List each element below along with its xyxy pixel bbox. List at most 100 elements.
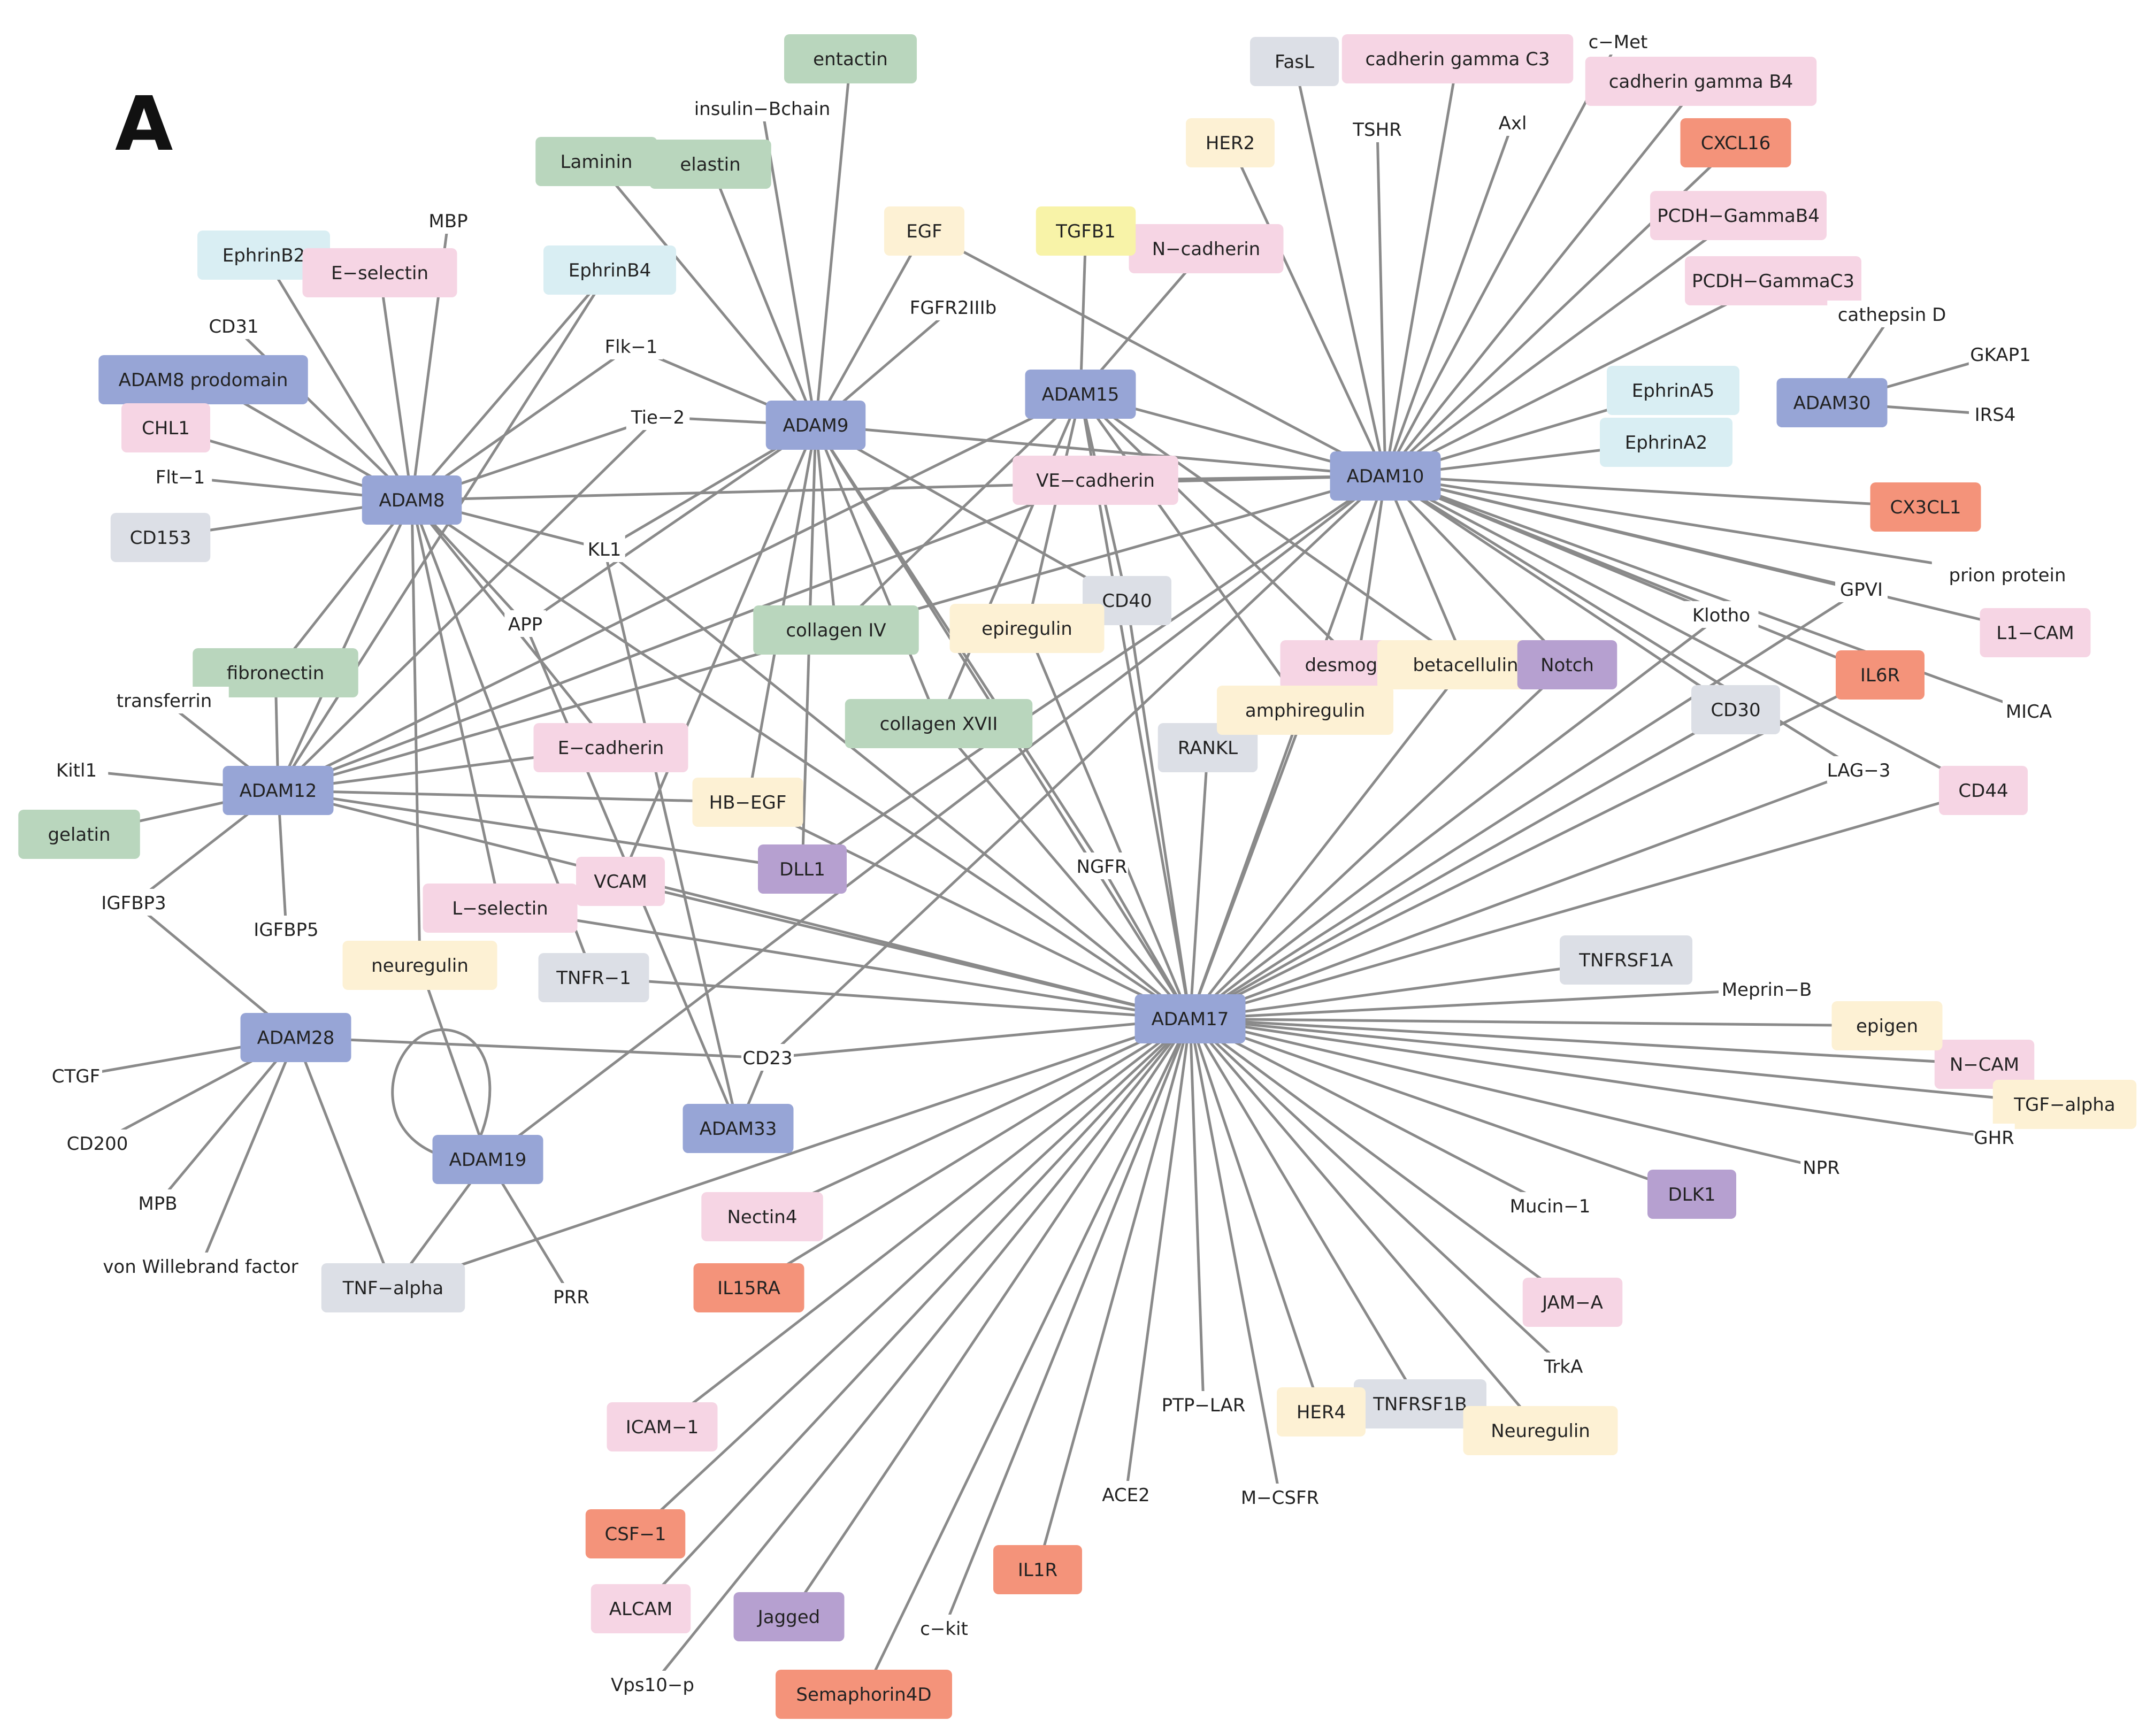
edge-adam17-betacellulin <box>1189 664 1467 1020</box>
label-halo <box>148 463 212 490</box>
node-label: CD31 <box>209 316 258 337</box>
node-label: EGF <box>906 221 942 242</box>
node-tgfb1: TGFB1 <box>1036 206 1136 256</box>
label-halo <box>96 889 171 916</box>
node-label: cadherin gamma B4 <box>1609 71 1793 93</box>
node-box <box>321 1263 465 1312</box>
node-box <box>535 137 657 186</box>
edge-adam19-adam19 <box>391 1028 492 1158</box>
node-label: cadherin gamma C3 <box>1365 49 1550 70</box>
edge-adam17-tgfalpha <box>1190 1017 2065 1106</box>
node-il6r: IL6R <box>1836 650 1925 700</box>
edge-adam17-meprinb <box>1190 988 1767 1020</box>
node-adam33: ADAM33 <box>683 1104 794 1153</box>
node-label: neuregulin <box>371 955 469 977</box>
edge-adam17-mcsfr <box>1189 1018 1282 1498</box>
edge-adam10-notch <box>1384 475 1568 666</box>
node-label: Laminin <box>561 151 633 173</box>
node-cd30: CD30 <box>1691 685 1780 734</box>
node-npr: NPR <box>1800 1154 1842 1180</box>
edge-adam10-prion <box>1385 474 2008 577</box>
node-ephrina2: EphrinA2 <box>1600 418 1732 467</box>
node-label: ADAM12 <box>240 780 317 802</box>
node-box <box>1277 1387 1366 1437</box>
node-label: Nectin4 <box>727 1207 797 1228</box>
node-jagged: Jagged <box>733 1592 845 1641</box>
node-box <box>776 1670 952 1719</box>
node-box <box>701 1192 823 1241</box>
node-cd153: CD153 <box>110 513 211 562</box>
edge-adam17-nectin4 <box>761 1017 1191 1218</box>
node-label: EphrinB4 <box>569 260 651 281</box>
node-label: Meprin−B <box>1722 979 1812 1001</box>
node-label: DLL1 <box>779 859 825 880</box>
node-box <box>1517 640 1617 689</box>
edge-adam17-klotho <box>1189 614 1722 1020</box>
node-label: ADAM8 prodomain <box>119 370 288 391</box>
edge-adam8-fibronectin <box>274 499 413 674</box>
node-mpb: MPB <box>137 1189 179 1216</box>
edge-adam15-betacellulin <box>1079 393 1467 666</box>
edge-adam9-collageniv <box>814 425 838 631</box>
node-box <box>110 513 211 562</box>
edge-adam12-tie2 <box>277 416 659 792</box>
node-box <box>1330 451 1441 501</box>
edge-adam10-desmoglein <box>1356 475 1387 665</box>
node-transferrin: transferrin <box>99 687 229 713</box>
node-label: von Willebrand factor <box>103 1256 298 1278</box>
label-halo <box>2003 697 2055 724</box>
node-insulinb: insulin−Bchain <box>681 95 844 121</box>
node-collageniv: collagen IV <box>753 605 919 655</box>
node-label: IL1R <box>1018 1560 1057 1581</box>
node-label: VCAM <box>594 871 647 893</box>
node-box <box>993 1545 1082 1594</box>
node-label: TSHR <box>1352 119 1402 141</box>
node-label: Klotho <box>1692 605 1750 626</box>
node-label: CD40 <box>1102 590 1152 612</box>
node-cx3cl1: CX3CL1 <box>1870 482 1981 532</box>
edge-adam12-vecadherin <box>278 479 1096 792</box>
node-label: HER4 <box>1297 1402 1346 1423</box>
node-alcam: ALCAM <box>591 1584 691 1633</box>
label-halo <box>899 294 1007 320</box>
node-tnfalpha: TNF−alpha <box>321 1263 465 1312</box>
node-trka: TrkA <box>1537 1353 1590 1379</box>
node-dlk1: DLK1 <box>1647 1170 1736 1219</box>
label-halo <box>44 756 109 783</box>
node-adam28: ADAM28 <box>240 1013 351 1062</box>
edge-adam17-jagged <box>787 1018 1192 1618</box>
node-cathepsind: cathepsin D <box>1827 301 1957 327</box>
node-label: N−cadherin <box>1152 239 1260 260</box>
label-halo <box>65 1130 129 1156</box>
node-ncadherin: N−cadherin <box>1129 224 1284 273</box>
node-label: Jagged <box>757 1607 821 1628</box>
node-ngfr: NGFR <box>1076 852 1128 879</box>
node-label: HER2 <box>1206 133 1255 154</box>
node-label: GHR <box>1974 1127 2014 1149</box>
node-klotho: Klotho <box>1684 601 1759 628</box>
node-label: TNF−alpha <box>342 1278 444 1299</box>
edge-adam17-notch <box>1189 664 1568 1020</box>
edge-adam17-trka <box>1189 1018 1565 1368</box>
label-halo <box>1537 1353 1590 1379</box>
edge-adam17-ace2 <box>1124 1018 1192 1495</box>
edge-adam12-dll1 <box>278 789 803 871</box>
node-label: entactin <box>813 49 888 70</box>
node-label: collagen XVII <box>880 713 998 735</box>
edge-adam17-epigen <box>1190 1017 1888 1027</box>
node-cadheringc3: cadherin gamma C3 <box>1341 34 1574 83</box>
node-box <box>1607 366 1739 415</box>
node-vps10p: Vps10−p <box>610 1671 695 1697</box>
node-box <box>1600 418 1732 467</box>
edge-adam8-adam10 <box>411 474 1386 502</box>
node-label: CTGF <box>52 1066 100 1087</box>
node-label: ICAM−1 <box>626 1417 699 1438</box>
edge-adam17-tnfr1 <box>593 976 1191 1020</box>
node-label: CXCL16 <box>1701 133 1771 154</box>
node-cd40: CD40 <box>1083 576 1171 625</box>
edge-adam15-collagenxvii <box>937 394 1082 724</box>
edge-adam17-il15ra <box>748 1017 1191 1289</box>
edge-adam17-mucin1 <box>1189 1017 1551 1208</box>
node-gpvi: GPVI <box>1835 575 1888 602</box>
edge-adam8-flk1 <box>411 345 632 502</box>
